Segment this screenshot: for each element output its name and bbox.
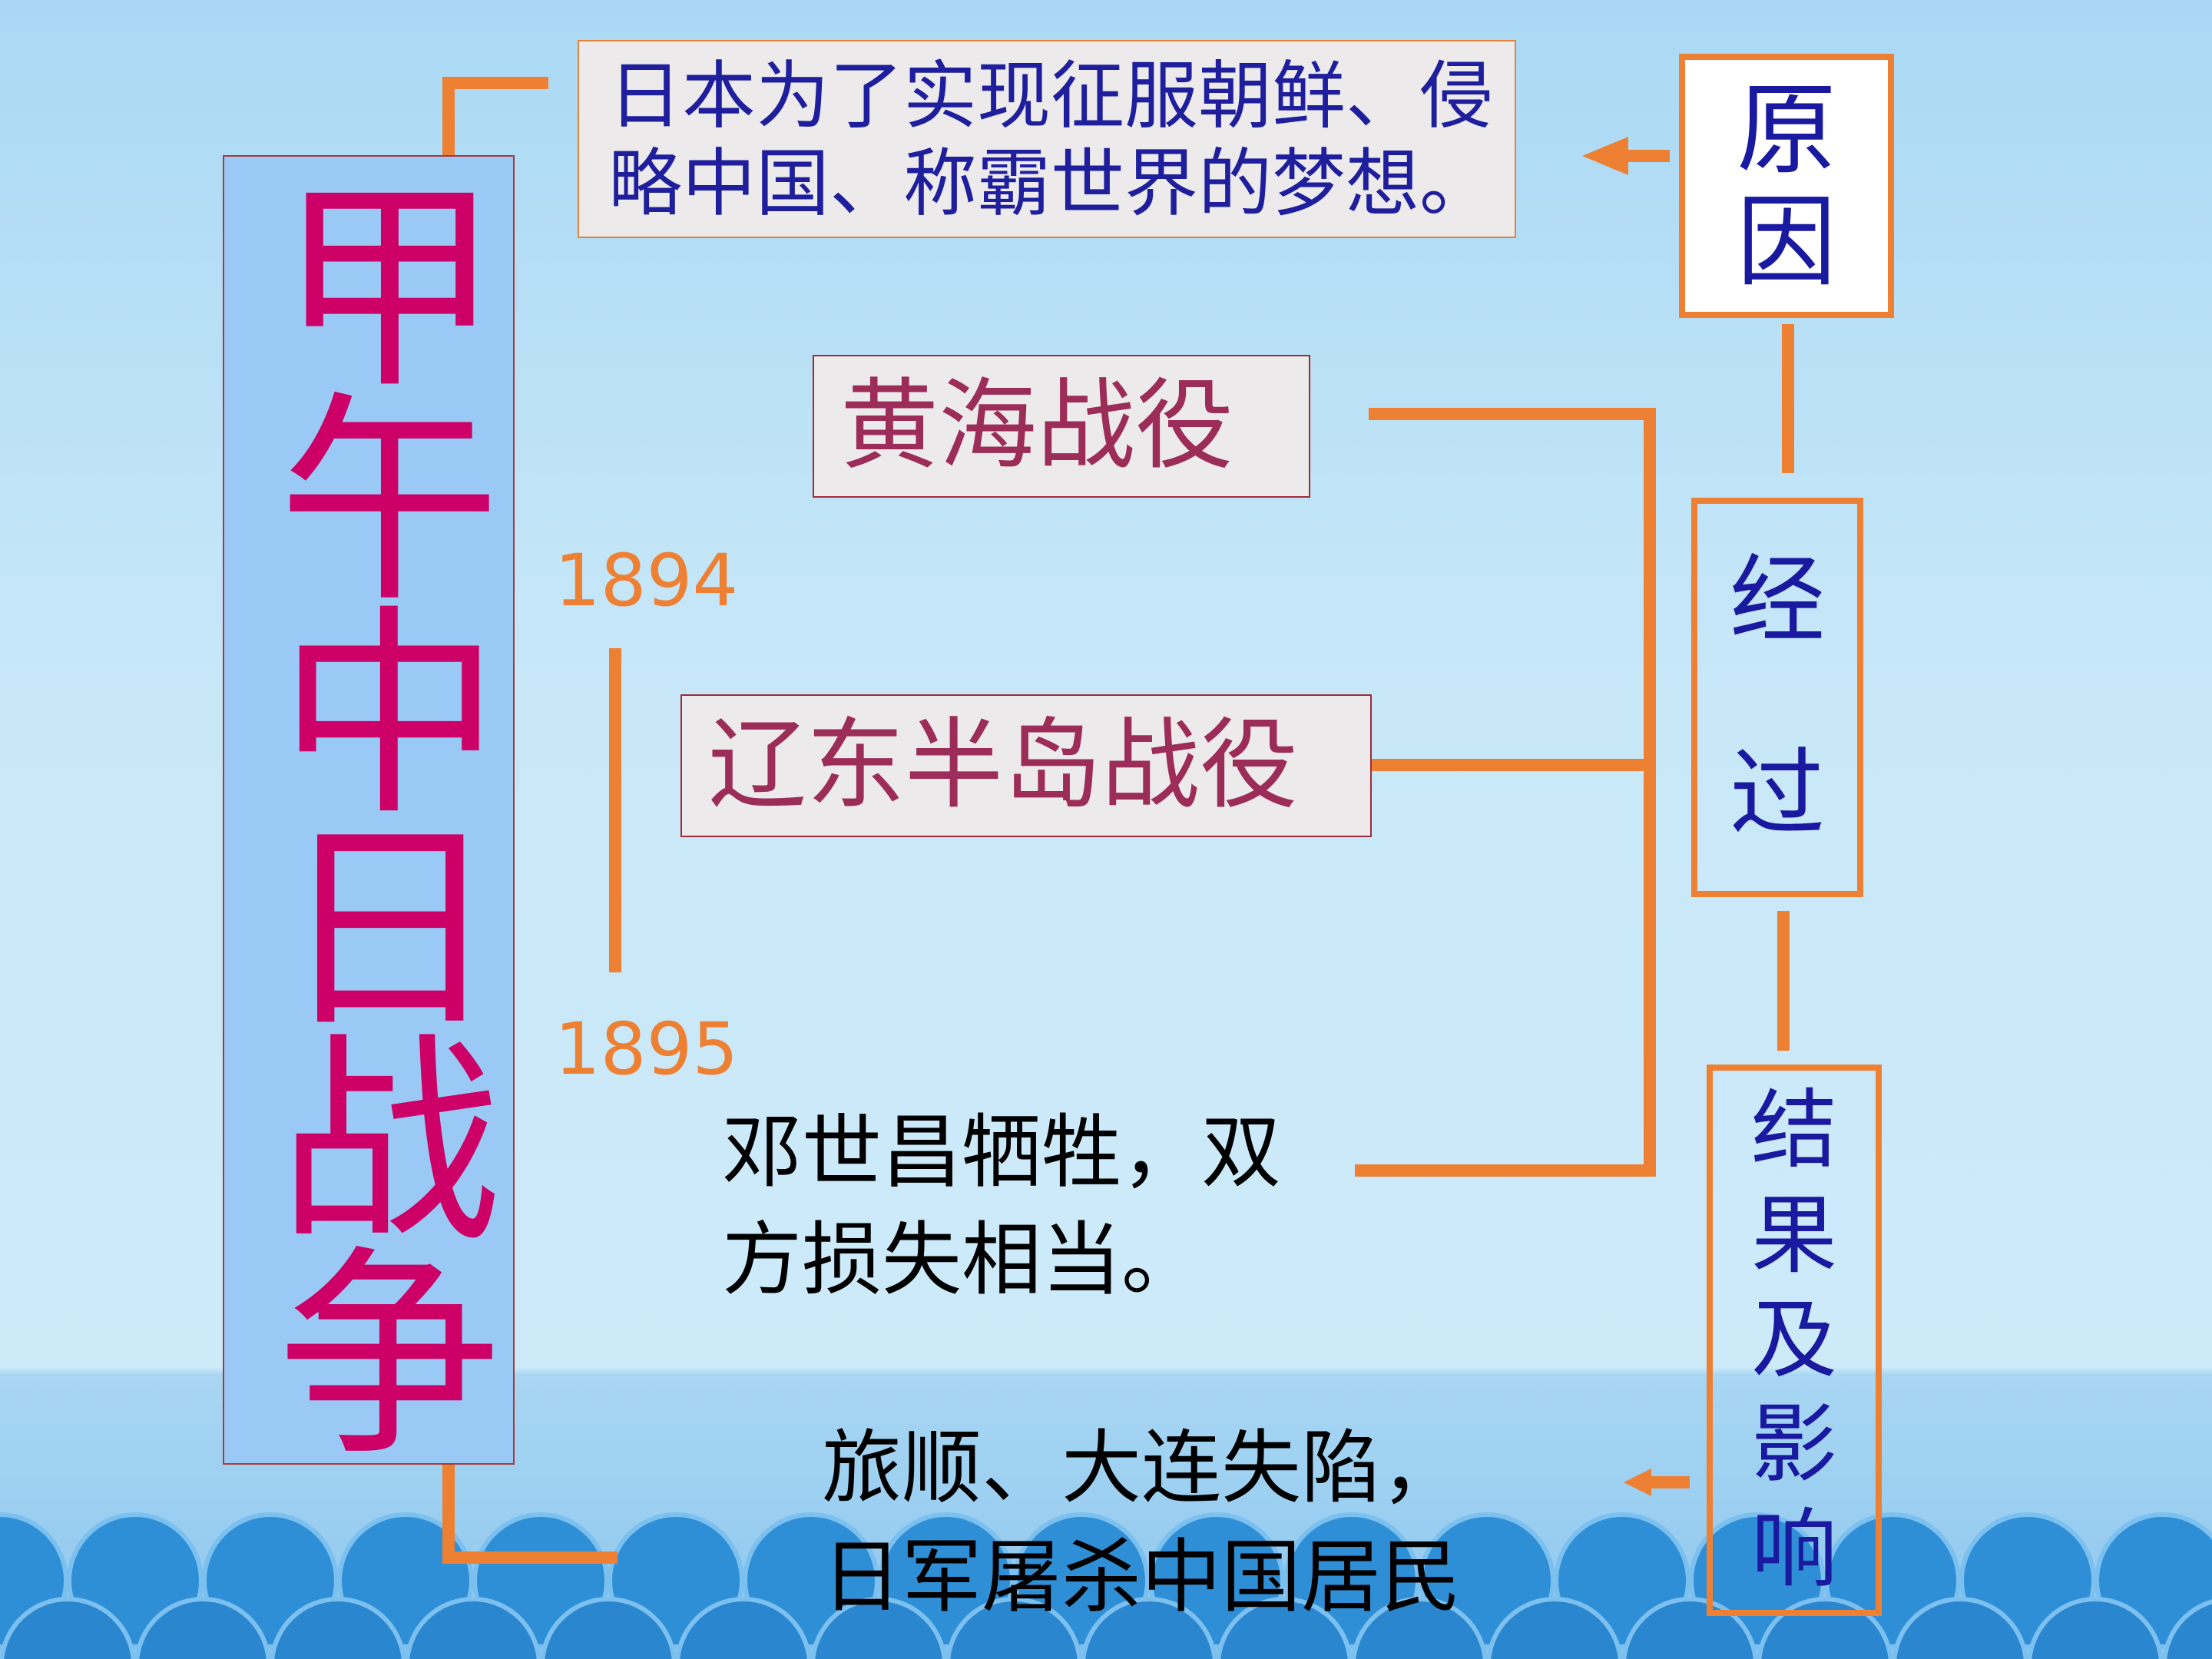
cause-line-1: 日本为了实现征服朝鲜、侵	[608, 53, 1493, 139]
wave-1-264	[134, 1597, 271, 1659]
label-result-char-2: 果	[1751, 1185, 1837, 1286]
wave-1-616	[405, 1597, 541, 1659]
wave-1-1848	[1351, 1597, 1488, 1659]
wave-1-1144	[810, 1597, 947, 1659]
battle-yellow-sea-label: 黄海战役	[840, 369, 1234, 483]
label-result: 结 果 及 影 响	[1707, 1065, 1882, 1616]
yellow-sea-result-line-2: 方损失相当。	[722, 1213, 1202, 1306]
label-process-char-1: 经	[1729, 545, 1825, 656]
wave-1-968	[675, 1597, 812, 1659]
year-start: 1894	[555, 539, 739, 623]
liaodong-result-line-1: 旅顺、大连失陷，	[822, 1421, 1462, 1515]
wave-1-2904	[2162, 1599, 2212, 1659]
label-result-char-5: 响	[1751, 1499, 1837, 1600]
battle-liaodong-label: 辽东半岛战役	[708, 708, 1299, 823]
battle-liaodong: 辽东半岛战役	[680, 694, 1372, 837]
yellow-sea-result-line-1: 邓世昌牺牲，双	[722, 1105, 1282, 1199]
title-box: 甲午中日战争	[223, 155, 515, 1465]
label-result-char-1: 结	[1751, 1081, 1837, 1181]
label-result-char-4: 影	[1751, 1395, 1837, 1495]
war-title: 甲午中日战争	[240, 169, 498, 1451]
yellow-sea-result: 邓世昌牺牲，双 方损失相当。	[722, 1098, 1281, 1313]
wave-1-1672	[1216, 1597, 1353, 1659]
wave-1-2024	[1486, 1597, 1623, 1659]
wave-1-1496	[1081, 1597, 1217, 1659]
result-arrow-icon	[1624, 1469, 1651, 1496]
wave-1-1320	[945, 1597, 1082, 1659]
battles-bracket	[1355, 408, 1656, 1177]
liaodong-result-line-2: 日军屠杀中国居民	[822, 1530, 1462, 1624]
liaodong-result: 旅顺、大连失陷， 日军屠杀中国居民	[822, 1413, 1461, 1631]
label-cause-char-1: 原	[1736, 71, 1836, 188]
label-cause-char-2: 因	[1736, 184, 1836, 300]
cause-line-2: 略中国、称霸世界的梦想。	[608, 141, 1493, 227]
title-to-liaodong-connector	[442, 1461, 618, 1564]
title-to-cause-connector	[442, 77, 548, 160]
wave-1-792	[540, 1597, 677, 1659]
label-process: 经 过	[1691, 498, 1863, 897]
label-result-char-3: 及	[1751, 1290, 1837, 1390]
year-end: 1895	[555, 1008, 739, 1091]
wave-1-440	[270, 1597, 406, 1659]
battle-yellow-sea: 黄海战役	[813, 355, 1310, 498]
wave-1-88	[0, 1597, 136, 1659]
cause-description-box: 日本为了实现征服朝鲜、侵 略中国、称霸世界的梦想。	[578, 40, 1516, 238]
label-cause: 原 因	[1679, 54, 1894, 318]
label-process-char-2: 过	[1729, 739, 1825, 849]
cause-arrow-icon	[1582, 137, 1628, 175]
wave-1-2552	[1892, 1597, 2028, 1659]
wave-1-2728	[2027, 1597, 2164, 1659]
